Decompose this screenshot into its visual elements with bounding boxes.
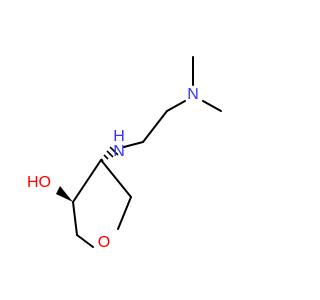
bond-c5-o1 [117,196,132,230]
secondary-amine-h: H [113,128,125,145]
bond-c4-c5 [100,159,132,198]
secondary-amine-n: N [113,143,125,160]
bond-o1-c2 [76,234,94,248]
bond-ch2-nh [123,141,144,148]
bond-n-ch2 [166,100,186,112]
molecule-diagram: N N H HO O [27,56,222,251]
hydroxyl-label: HO [27,174,51,191]
solid-wedge-bond [56,186,73,202]
structure-canvas: N N H HO O [27,56,222,251]
bond-c3-c4 [72,159,102,203]
bond-nme-methyl-right [202,100,222,112]
tertiary-amine-n: N [187,86,199,103]
bond-c2-c3 [72,201,78,236]
ring-oxygen: O [98,234,110,251]
hashed-wedge-bond [100,146,119,162]
bond-ch2-ch2 [142,110,168,143]
